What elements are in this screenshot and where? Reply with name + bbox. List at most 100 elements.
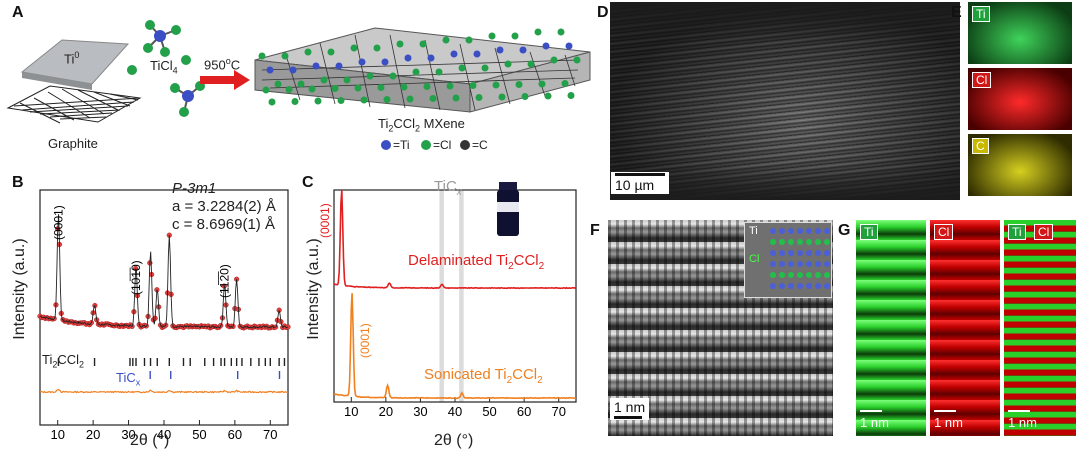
c-xtick-label: 70 xyxy=(551,404,565,419)
mxene-atoms xyxy=(258,28,581,106)
panel-f-label: F xyxy=(590,222,600,239)
mxene-atom xyxy=(542,42,550,50)
ticx-label: TiCx xyxy=(434,178,462,198)
lattice-c: c = 8.6969(1) Å xyxy=(172,216,275,233)
inset-atom xyxy=(815,261,821,267)
mxene-atom xyxy=(419,40,427,48)
delaminated-label: Delaminated Ti2CCl2 xyxy=(408,252,545,272)
mxene-atom xyxy=(550,56,558,64)
c-series-line xyxy=(334,190,577,290)
legend-ti-dot xyxy=(381,140,391,150)
mxene-atom xyxy=(274,80,282,88)
mxene-atom xyxy=(544,92,552,100)
mxene-atom xyxy=(465,36,473,44)
mxene-atom xyxy=(381,58,389,66)
mxene-atom xyxy=(429,95,437,102)
inset-atom xyxy=(797,272,803,278)
c-xtick-label: 60 xyxy=(517,404,531,419)
legend-ti-text: =Ti xyxy=(393,138,410,152)
lattice-a: a = 3.2284(2) Å xyxy=(172,198,276,215)
inset-atom xyxy=(788,261,794,267)
ti-metal-sheet xyxy=(6,20,591,150)
vial-image xyxy=(497,182,519,236)
graphite-sheet xyxy=(6,85,142,124)
inset-atom xyxy=(797,261,803,267)
mxene-atom xyxy=(473,50,481,58)
inset-atom xyxy=(824,228,830,234)
c-xtick-label: 30 xyxy=(413,404,427,419)
panel-d: D 10 µm xyxy=(595,0,965,210)
inset-atom xyxy=(806,228,812,234)
mxene-atom xyxy=(314,97,322,105)
legend-cl-text: =Cl xyxy=(433,138,452,152)
inset-atom xyxy=(815,283,821,289)
b-peak-label: (11̅2̅0) xyxy=(218,264,232,298)
inset-atom xyxy=(824,261,830,267)
mxene-atom xyxy=(565,42,573,50)
inset-atom xyxy=(806,283,812,289)
panel-f: F Ti Cl 1 nm xyxy=(588,210,838,459)
b-xtick-label: 20 xyxy=(86,427,100,442)
panel-e-label: E xyxy=(951,4,962,21)
b-xtick-label: 60 xyxy=(228,427,242,442)
inset-atom xyxy=(806,261,812,267)
mxene-atom xyxy=(488,32,496,40)
mxene-atom xyxy=(400,83,408,91)
phase-ticx-label: TiCx xyxy=(116,370,141,388)
sem-dark-top xyxy=(610,2,960,42)
mxene-atom xyxy=(358,58,366,66)
panel-d-label: D xyxy=(597,4,609,21)
mxene-atom xyxy=(396,40,404,48)
inset-atom xyxy=(770,250,776,256)
b-xtick-label: 30 xyxy=(121,427,135,442)
inset-atom xyxy=(824,272,830,278)
c-xtick-label: 50 xyxy=(482,404,496,419)
mxene-atom xyxy=(450,50,458,58)
mxene-atom xyxy=(285,86,293,93)
graphite-label: Graphite xyxy=(48,136,98,151)
inset-cl-label: Cl xyxy=(749,253,760,265)
mxene-atom xyxy=(289,66,297,74)
c-peak-label-2: (0001) xyxy=(358,323,372,358)
mxene-atom xyxy=(308,85,316,93)
g-scale-2: 1 nm xyxy=(934,415,963,430)
inset-atom xyxy=(779,272,785,278)
legend-c-dot xyxy=(460,140,470,150)
mxene-atom xyxy=(511,32,519,40)
inset-atom xyxy=(824,250,830,256)
legend-c-text: =C xyxy=(472,138,488,152)
inset-atom xyxy=(797,228,803,234)
mxene-atom xyxy=(452,94,460,102)
b-xtick-label: 50 xyxy=(192,427,206,442)
g-scale-3: 1 nm xyxy=(1008,415,1037,430)
inset-atom xyxy=(779,250,785,256)
mxene-atom xyxy=(496,46,504,54)
inset-atom xyxy=(797,239,803,245)
mxene-atom xyxy=(538,80,546,88)
mxene-atom xyxy=(389,72,397,80)
mxene-atom xyxy=(561,80,569,87)
mxene-atom xyxy=(304,48,312,56)
mxene-atom xyxy=(521,93,529,100)
mxene-atom xyxy=(527,60,535,68)
inset-atom xyxy=(788,228,794,234)
eels-map-ti: Ti 1 nm xyxy=(856,220,926,436)
panel-b-label: B xyxy=(12,174,24,191)
mxene-atom xyxy=(268,98,276,106)
inset-atom xyxy=(788,239,794,245)
mxene-atom xyxy=(492,81,500,89)
b-fit-line xyxy=(40,214,289,329)
c-xtick-label: 10 xyxy=(344,404,358,419)
inset-atom xyxy=(806,250,812,256)
legend-cl-dot xyxy=(421,140,431,150)
space-group: P-3m1 xyxy=(172,180,217,197)
mxene-atom xyxy=(404,54,412,62)
eds-map-cl: Cl xyxy=(968,68,1072,130)
inset-atom xyxy=(779,239,785,245)
panel-a: A xyxy=(0,0,600,170)
mxene-atom xyxy=(343,76,351,84)
c-series-line xyxy=(333,293,577,400)
eds-map-ti: Ti xyxy=(968,2,1072,64)
mxene-atom xyxy=(297,80,305,88)
